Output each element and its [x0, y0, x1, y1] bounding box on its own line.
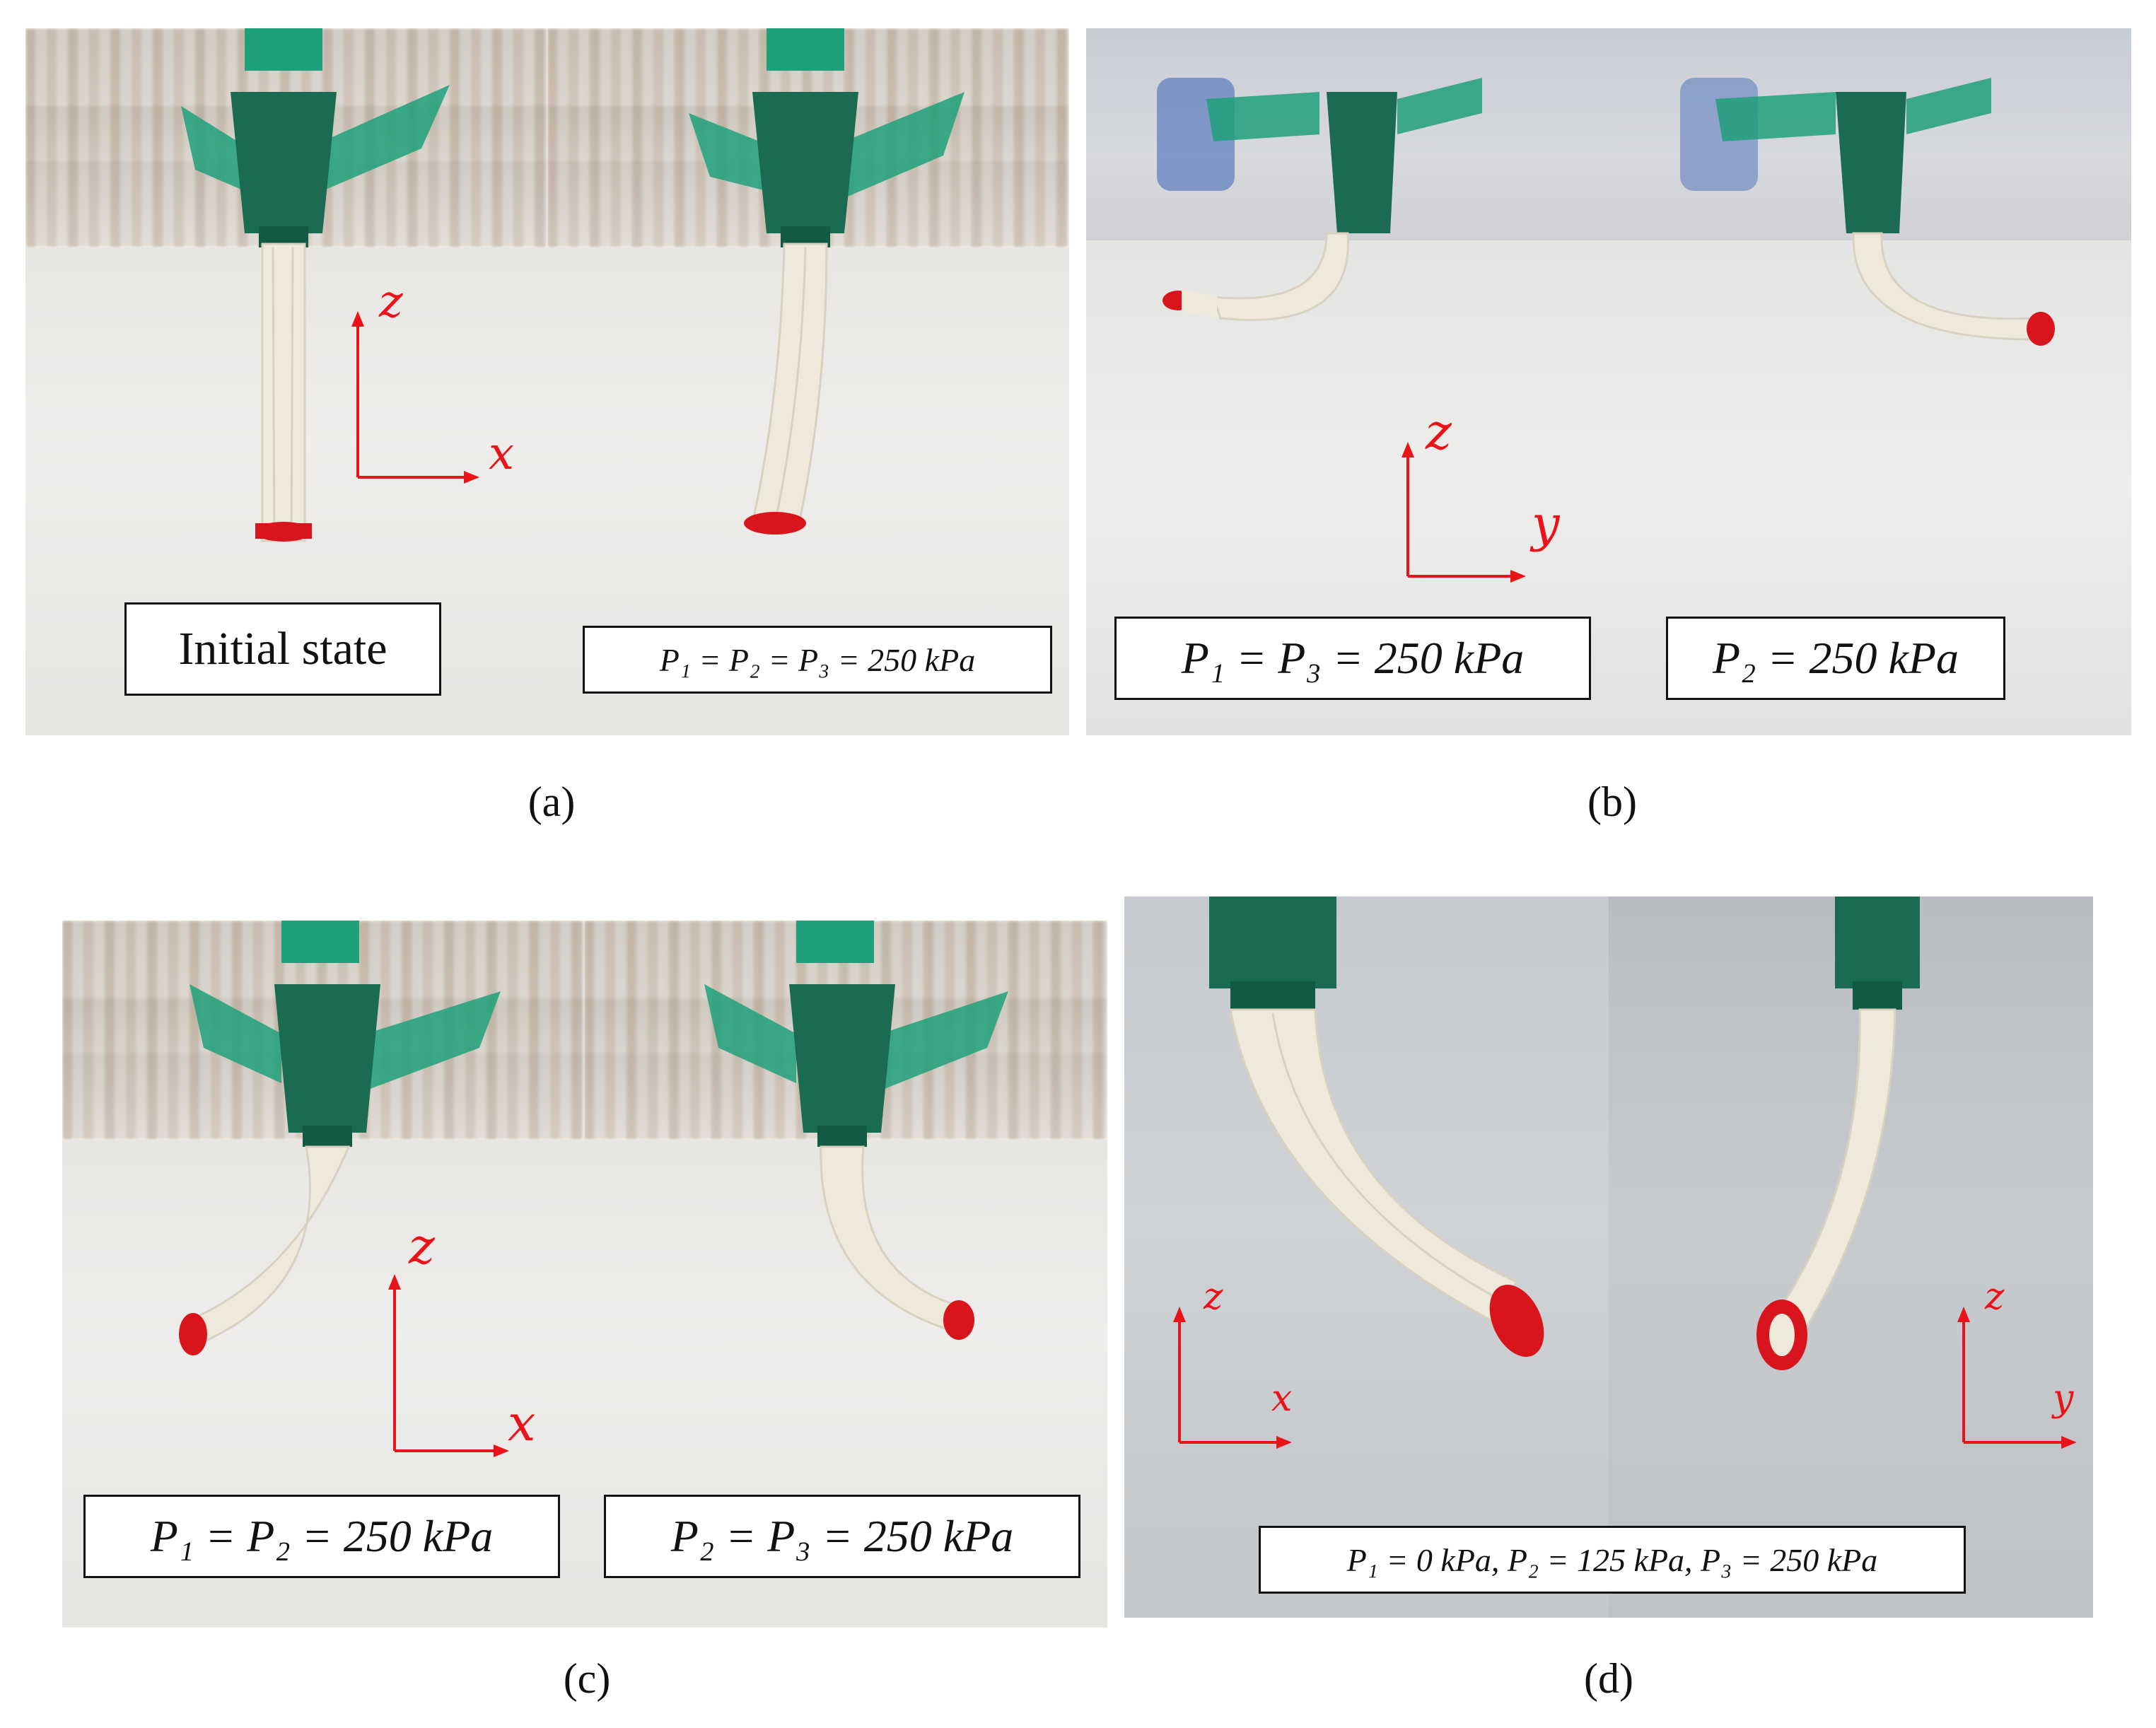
tip-cap: [943, 1300, 974, 1340]
axis-label-y: y: [1532, 495, 1560, 553]
panel-c-photo-right: P₂ = P₃ = 250 kPa: [584, 921, 1107, 1628]
caption-a: (a): [528, 778, 576, 825]
label-all-pressure: P₁ = P₂ = P₃ = 250 kPa: [583, 626, 1052, 694]
label-p2: P₂ = 250 kPa: [1666, 617, 2005, 700]
axis-label-x: x: [1271, 1377, 1293, 1420]
axis-zx-icon: [1173, 1307, 1292, 1449]
panel-c-photo-left: z x P₁ = P₂ = 250 kPa: [62, 921, 584, 1628]
panel-d-photo-left: z x: [1124, 897, 1609, 1618]
actuator-bend-x-left: [179, 921, 501, 1355]
axis-label-z: z: [1426, 403, 1452, 461]
tip-cap: [2027, 312, 2055, 346]
panel-d: z x z y P₁ = 0 kPa, P₂ = 125 kPa, P₃ = 2…: [1124, 897, 2093, 1618]
actuator-combined-xz: [1209, 897, 1544, 1358]
tip-cap: [744, 512, 806, 535]
axis-label-z: z: [379, 276, 403, 328]
axis-zx-icon: [388, 1274, 509, 1457]
label-p1-p2: P₁ = P₂ = 250 kPa: [83, 1495, 560, 1578]
label-combined-pressure: P₁ = 0 kPa, P₂ = 125 kPa, P₃ = 250 kPa: [1259, 1526, 1966, 1594]
panel-d-photo-right: z y: [1609, 897, 2093, 1618]
actuator-bend-x-right: [704, 921, 1008, 1340]
panel-a-photo-all-pressurized: P₁ = P₂ = P₃ = 250 kPa: [547, 28, 1069, 735]
label-p2-p3: P₂ = P₃ = 250 kPa: [604, 1495, 1080, 1578]
actuator-straight: [181, 28, 450, 542]
tip-cap: [179, 1313, 207, 1355]
label-p1-p3: P₁ = P₃ = 250 kPa: [1114, 617, 1591, 700]
panel-a-photo-initial: z x Initial state: [25, 28, 547, 735]
panel-b: z y P₁ = P₃ = 250 kPa P₂ = 250 kPa: [1086, 28, 2131, 735]
actuator-combined-yz: [1756, 897, 1920, 1370]
panel-b-photo-left: z y P₁ = P₃ = 250 kPa: [1086, 28, 1609, 735]
axis-zx-icon: [351, 311, 479, 484]
axis-label-x: x: [489, 428, 515, 480]
axis-label-z: z: [1985, 1275, 2005, 1318]
axis-zy-icon: [1957, 1307, 2077, 1449]
axis-label-z: z: [409, 1218, 435, 1275]
axis-label-x: x: [508, 1394, 536, 1452]
caption-d: (d): [1584, 1655, 1633, 1702]
tip-cap: [1489, 1284, 1544, 1358]
caption-c: (c): [563, 1655, 611, 1702]
actuator-bend-left: [1157, 78, 1482, 321]
actuator-elongated: [689, 28, 965, 535]
axis-label-y: y: [2053, 1377, 2074, 1420]
axis-zy-icon: [1402, 442, 1526, 583]
panel-b-photo-right: P₂ = 250 kPa: [1609, 28, 2131, 735]
label-initial-state: Initial state: [124, 602, 441, 696]
panel-c: z x P₁ = P₂ = 250 kPa P₂ = P₃ = 250 kPa: [62, 921, 1107, 1628]
caption-b: (b): [1587, 778, 1637, 825]
panel-a: z x Initial state P₁ = P₂ = P₃ = 250 kPa: [25, 28, 1069, 735]
actuator-bend-right: [1680, 78, 2055, 346]
axis-label-z: z: [1204, 1275, 1223, 1318]
